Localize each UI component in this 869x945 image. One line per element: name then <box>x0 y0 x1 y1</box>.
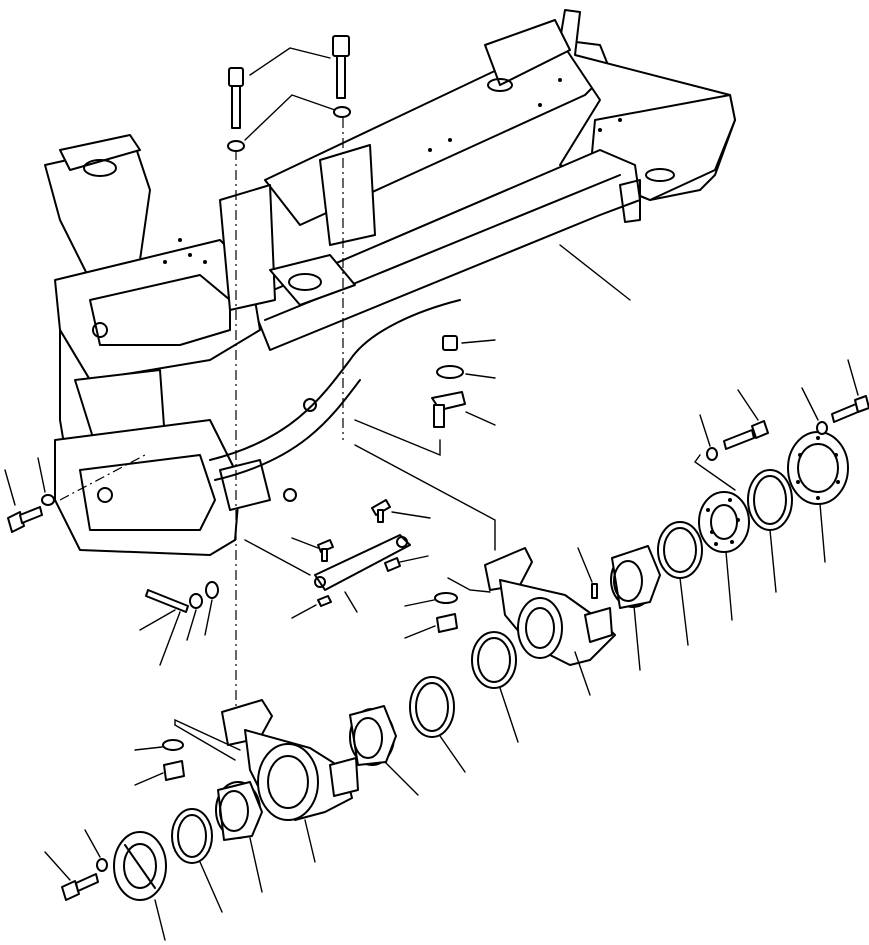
side-pin-group <box>145 581 219 613</box>
leader-lower-cover <box>154 899 166 941</box>
leader-lower-ring <box>199 861 223 913</box>
leader-bushing-right <box>633 605 641 671</box>
leader-right-washer-2 <box>801 387 819 421</box>
leader-lower-bushing <box>249 837 263 893</box>
washer-left <box>162 739 184 751</box>
leader-side-pin <box>159 611 181 666</box>
leader-plate-right <box>725 551 733 621</box>
lower-washer <box>96 858 108 872</box>
leader-link-frame <box>244 539 311 576</box>
top-bolt-right <box>332 35 350 99</box>
leader-housing-right-2 <box>447 577 491 593</box>
leader-housing-left <box>304 819 316 863</box>
left-bearing-housing <box>221 699 359 821</box>
bracket-left <box>174 718 241 751</box>
leader-link-1 <box>391 511 431 519</box>
side-bolt <box>7 494 55 533</box>
lower-bolt <box>61 873 99 901</box>
leader-link-2 <box>291 537 319 549</box>
left-ring-b <box>471 631 517 689</box>
leader-ring-left-a <box>439 735 466 773</box>
leader-right-bolt-2 <box>847 359 859 396</box>
leader-bushing-left <box>384 761 419 796</box>
leader-top-washers <box>244 94 336 141</box>
leader-main-frame <box>559 244 631 301</box>
left-bushing <box>349 705 397 766</box>
leader-pin-1 <box>461 339 496 344</box>
right-washer-1 <box>706 447 718 461</box>
right-plate <box>698 491 750 553</box>
dowel <box>591 583 598 599</box>
leader-ring-right-2 <box>769 529 777 593</box>
leader-lower-washer <box>84 829 101 858</box>
leader-cover-right <box>819 503 826 563</box>
leader-ring-left-b <box>499 687 519 743</box>
left-ring-a <box>409 676 455 738</box>
right-bolt-1 <box>723 420 769 450</box>
lower-cover <box>113 831 167 901</box>
leader-side-washer-1 <box>186 609 197 641</box>
right-cover <box>787 431 849 505</box>
leader-pin-3 <box>465 411 496 426</box>
leader-washer-mid <box>404 599 435 607</box>
leader-lower-bolt <box>44 851 71 881</box>
right-bearing-housing <box>484 547 616 666</box>
leader-nut-left <box>134 772 164 786</box>
leader-right-washer-1 <box>699 414 711 447</box>
leader-link-5 <box>291 604 317 619</box>
pin-stack-upper <box>431 335 466 428</box>
leader-link-4 <box>344 591 358 613</box>
leader-side-bolt <box>4 469 16 506</box>
leader-link-3 <box>399 555 429 563</box>
leader-pin-2 <box>465 373 496 379</box>
leader-dowel <box>577 547 593 583</box>
main-frame <box>44 9 736 556</box>
leader-side-washer-2 <box>204 599 213 636</box>
leader-right-bolt-group <box>694 454 736 491</box>
leader-washer-left <box>134 746 163 751</box>
bracket-side <box>139 609 176 631</box>
washer-mid <box>434 592 458 604</box>
leader-side-washer <box>37 457 46 493</box>
leader-housing-left-2 <box>174 724 236 761</box>
leader-housing-right <box>574 651 591 696</box>
leader-top-bolts <box>249 47 331 76</box>
centerline-side <box>59 454 146 501</box>
top-bolt-left <box>228 67 244 129</box>
nut-left <box>163 760 185 781</box>
lower-bushing <box>215 781 263 841</box>
top-washer-right <box>333 106 351 118</box>
leader-nut-mid <box>404 625 436 639</box>
leader-ring-right-1 <box>679 577 689 646</box>
leader-pin-frame <box>354 419 441 457</box>
right-bolt-2 <box>831 395 869 423</box>
right-washer-2 <box>816 421 828 435</box>
leader-right-bolt-1 <box>737 389 759 421</box>
top-washer-left <box>227 140 245 152</box>
leader-housing-right-frame <box>354 444 496 551</box>
link-bar <box>314 499 411 607</box>
right-bushing <box>610 545 661 609</box>
nut-mid <box>436 613 458 633</box>
